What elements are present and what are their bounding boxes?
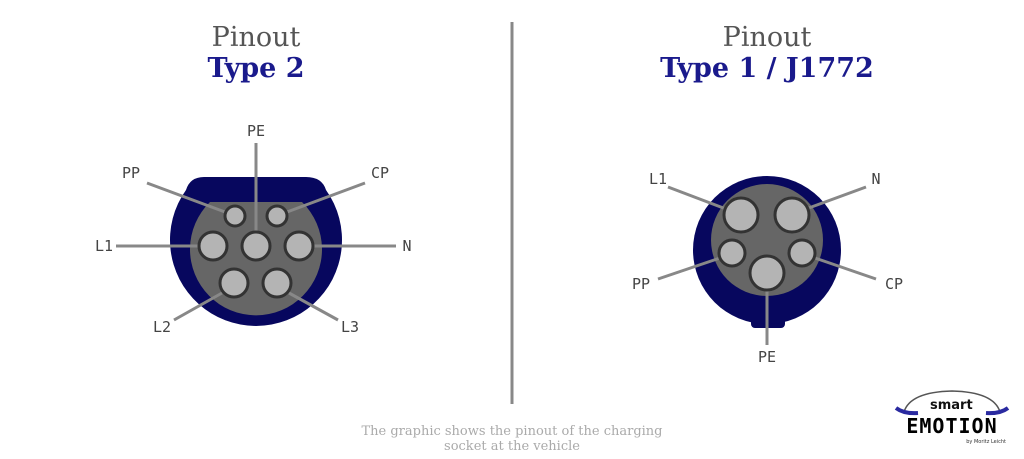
left-heading: Pinout xyxy=(211,22,301,53)
pin-pp xyxy=(223,204,247,228)
smart-emotion-logo: smart EMOTION by Moritz Leicht xyxy=(890,386,1014,452)
label-cp: CP xyxy=(371,164,389,182)
label-n: N xyxy=(871,170,880,188)
right-subheading: Type 1 / J1772 xyxy=(660,53,874,84)
label-l1: L1 xyxy=(95,237,113,255)
pin-cp xyxy=(787,238,817,268)
type1-connector xyxy=(657,176,877,345)
label-pe: PE xyxy=(758,348,776,366)
pin-l3 xyxy=(261,267,293,299)
label-pp: PP xyxy=(632,275,650,293)
right-heading: Pinout xyxy=(722,22,812,53)
label-l1: L1 xyxy=(649,170,667,188)
label-n: N xyxy=(402,237,411,255)
logo-emotion: EMOTION xyxy=(906,414,998,438)
pin-cp xyxy=(265,204,289,228)
caption-line-1: The graphic shows the pinout of the char… xyxy=(361,424,663,439)
pin-pe xyxy=(748,254,786,292)
pin-n xyxy=(283,230,315,262)
logo-byline: by Moritz Leicht xyxy=(966,439,1006,445)
pin-l1 xyxy=(197,230,229,262)
caption-line-2: socket at the vehicle xyxy=(444,439,580,454)
pin-l2 xyxy=(218,267,250,299)
label-pp: PP xyxy=(122,164,140,182)
pin-pp xyxy=(717,238,747,268)
label-cp: CP xyxy=(885,275,903,293)
left-subheading: Type 2 xyxy=(207,53,305,84)
pin-n xyxy=(773,196,811,234)
pin-l1 xyxy=(722,196,760,234)
caption: The graphic shows the pinout of the char… xyxy=(300,424,724,454)
label-l2: L2 xyxy=(153,318,171,336)
label-pe: PE xyxy=(247,122,265,140)
logo-smart: smart xyxy=(930,398,973,413)
type2-connector xyxy=(116,143,396,326)
car-silhouette-icon xyxy=(894,390,1010,416)
pin-pe xyxy=(240,230,272,262)
label-l3: L3 xyxy=(341,318,359,336)
